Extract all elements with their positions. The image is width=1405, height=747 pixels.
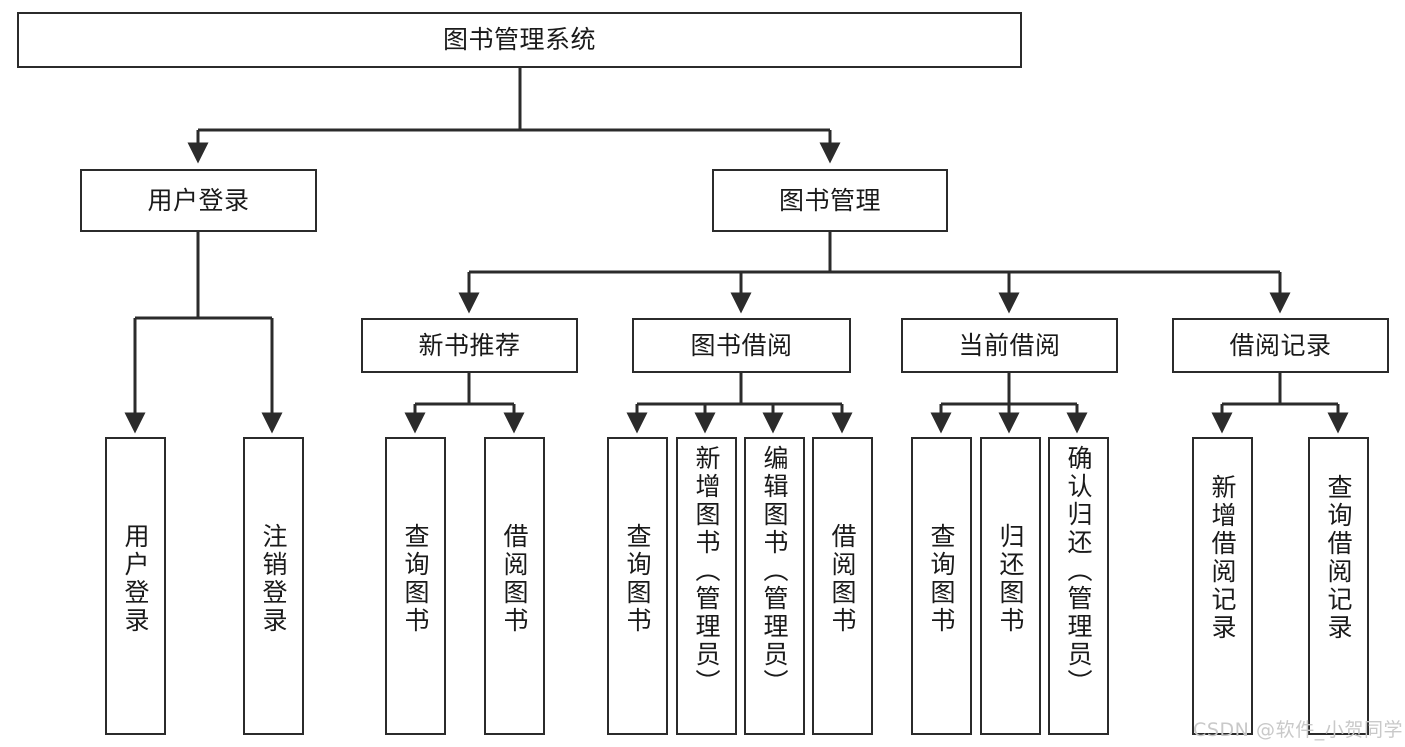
leaf-query-book-2[interactable]: 查询图书 (607, 437, 668, 735)
leaf-borrow-book-1[interactable]: 借阅图书 (484, 437, 545, 735)
leaf-query-book-3-label: 查询图书 (927, 523, 956, 635)
leaf-add-record[interactable]: 新增借阅记录 (1192, 437, 1253, 735)
leaf-query-book-1[interactable]: 查询图书 (385, 437, 446, 735)
leaf-query-book-2-label: 查询图书 (623, 523, 652, 635)
node-root-label: 图书管理系统 (442, 25, 596, 55)
leaf-borrow-book-2[interactable]: 借阅图书 (812, 437, 873, 735)
node-book-borrow-label: 图书借阅 (690, 330, 793, 360)
leaf-query-book-3[interactable]: 查询图书 (911, 437, 972, 735)
node-root[interactable]: 图书管理系统 (17, 12, 1022, 68)
node-current-borrow-label: 当前借阅 (958, 330, 1061, 360)
leaf-query-record-label: 查询借阅记录 (1324, 474, 1353, 642)
csdn-watermark: CSDN @软件_小贺同学 (1193, 719, 1404, 741)
leaf-logout-label: 注销登录 (259, 523, 288, 635)
node-new-book-recommend[interactable]: 新书推荐 (361, 318, 578, 373)
node-book-borrow[interactable]: 图书借阅 (632, 318, 851, 373)
leaf-edit-book-label: 编辑图书（管理员） (760, 445, 789, 697)
node-current-borrow[interactable]: 当前借阅 (901, 318, 1118, 373)
leaf-user-login-label: 用户登录 (121, 523, 150, 635)
leaf-confirm-return[interactable]: 确认归还（管理员） (1048, 437, 1109, 735)
leaf-query-record[interactable]: 查询借阅记录 (1308, 437, 1369, 735)
leaf-logout[interactable]: 注销登录 (243, 437, 304, 735)
leaf-confirm-return-label: 确认归还（管理员） (1064, 445, 1093, 697)
leaf-user-login[interactable]: 用户登录 (105, 437, 166, 735)
node-borrow-record[interactable]: 借阅记录 (1172, 318, 1389, 373)
node-new-book-recommend-label: 新书推荐 (418, 330, 521, 360)
node-user-login-label: 用户登录 (147, 185, 250, 215)
leaf-return-book-label: 归还图书 (996, 523, 1025, 635)
leaf-add-record-label: 新增借阅记录 (1208, 474, 1237, 642)
leaf-add-book[interactable]: 新增图书（管理员） (676, 437, 737, 735)
node-book-manage-label: 图书管理 (778, 185, 881, 215)
node-borrow-record-label: 借阅记录 (1229, 330, 1332, 360)
leaf-edit-book[interactable]: 编辑图书（管理员） (744, 437, 805, 735)
leaf-query-book-1-label: 查询图书 (401, 523, 430, 635)
leaf-return-book[interactable]: 归还图书 (980, 437, 1041, 735)
leaf-add-book-label: 新增图书（管理员） (692, 445, 721, 697)
node-user-login[interactable]: 用户登录 (80, 169, 317, 232)
leaf-borrow-book-2-label: 借阅图书 (828, 523, 857, 635)
leaf-borrow-book-1-label: 借阅图书 (500, 523, 529, 635)
node-book-manage[interactable]: 图书管理 (712, 169, 948, 232)
